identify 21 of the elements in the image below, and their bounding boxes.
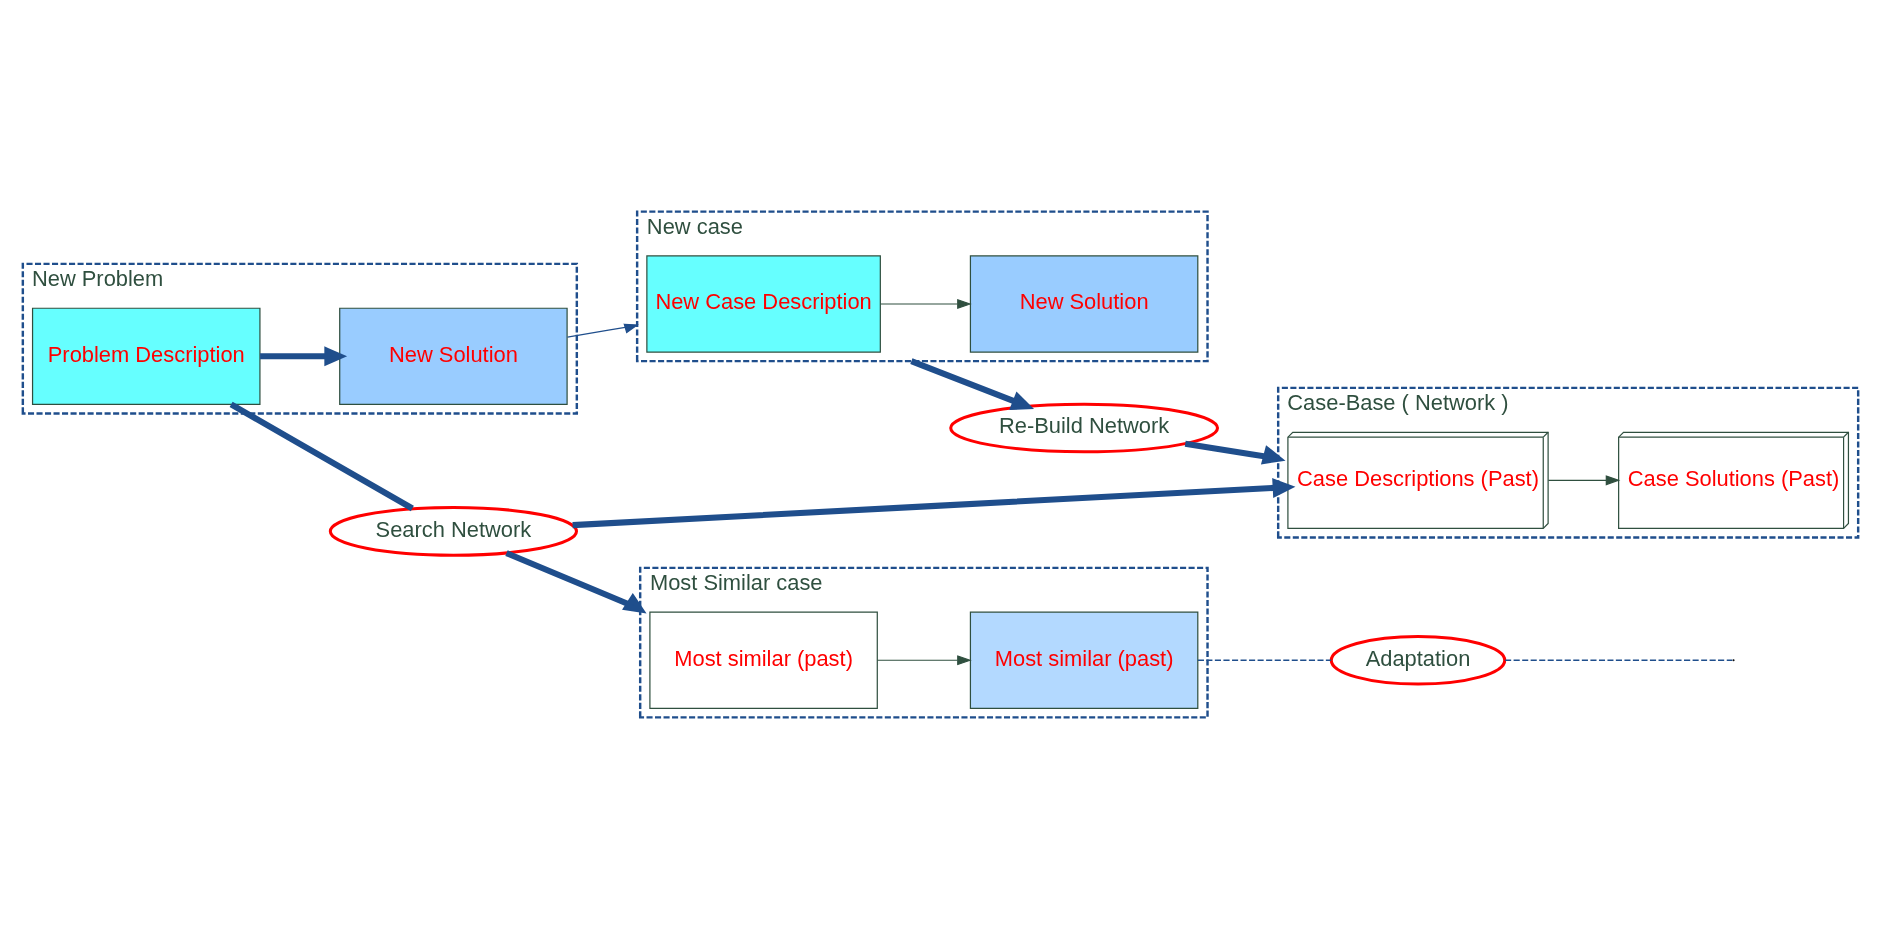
node-box: New Solution [339, 307, 568, 405]
arrow [572, 477, 1296, 528]
node-ellipse: Re-Build Network [949, 402, 1219, 453]
node-box: New Solution [969, 254, 1199, 353]
arrow [505, 549, 647, 614]
arrow [879, 298, 972, 309]
node-box: Most similar (past) [649, 611, 878, 709]
node-ellipse: Adaptation [1329, 634, 1507, 686]
arrow [260, 345, 348, 366]
arrow [1547, 474, 1621, 485]
node-box: New Case Description [646, 254, 881, 353]
arrow [1184, 440, 1286, 464]
node-ellipse: Search Network [328, 505, 578, 557]
node-box: Most similar (past) [969, 611, 1199, 709]
arrow [876, 654, 972, 665]
connector [229, 401, 414, 511]
node-box: Problem Description [31, 307, 261, 405]
arrow [910, 357, 1035, 410]
connector [1504, 659, 1733, 661]
connector [1197, 659, 1332, 661]
arrow [566, 323, 639, 338]
